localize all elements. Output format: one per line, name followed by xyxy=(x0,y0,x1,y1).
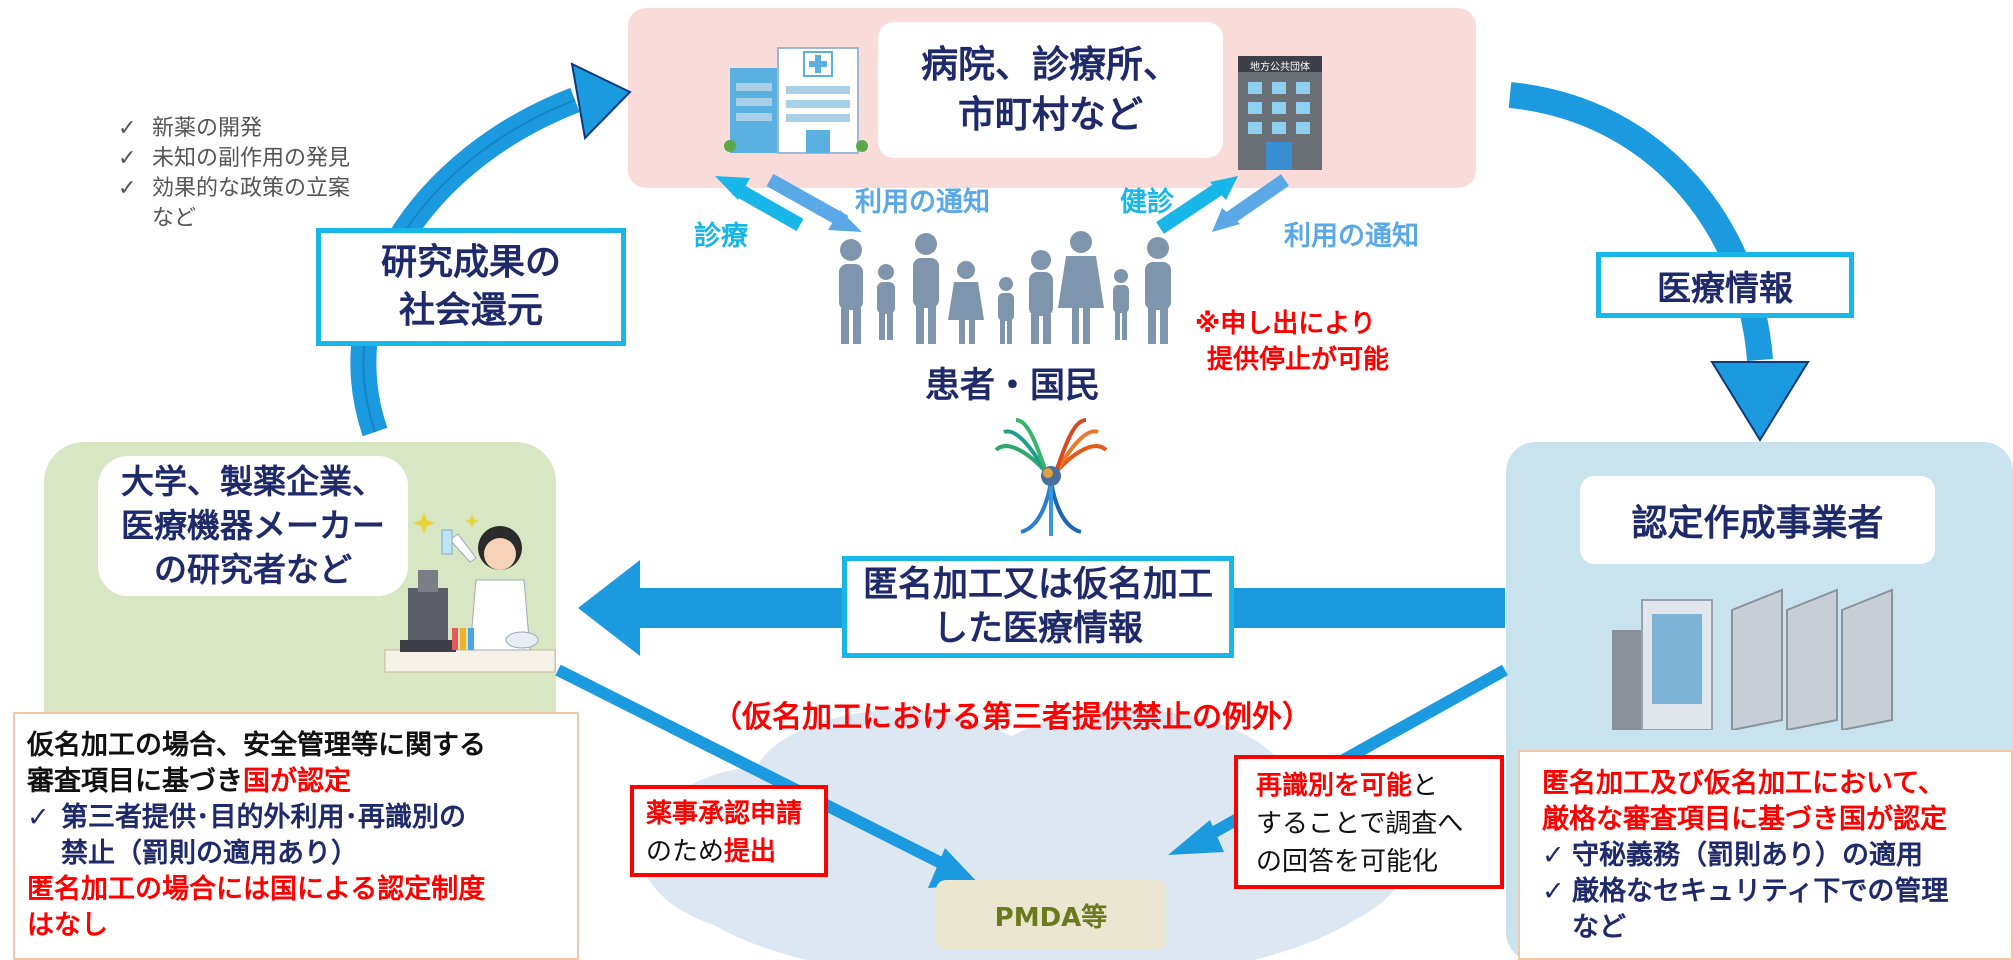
shinryo-arrow xyxy=(731,181,804,232)
researchers-line3: の研究者など xyxy=(154,550,352,589)
opt-out-note-line1: ※申し出により xyxy=(1195,309,1376,339)
benefit-item: ✓新薬の開発 xyxy=(118,114,350,144)
care-providers-title-line1: 病院、診療所、 xyxy=(921,43,1180,86)
left-notes-box: 仮名加工の場合、安全管理等に関する 審査項目に基づき国が認定 ✓第三者提供･目的… xyxy=(13,712,579,960)
researchers-line1: 大学、製薬企業、 xyxy=(121,462,385,501)
check-icon: ✓ xyxy=(118,146,137,171)
exception-label: （仮名加工における第三者提供禁止の例外） xyxy=(712,700,1312,735)
yakuji-line1: 薬事承認申請 xyxy=(646,799,803,829)
researchers-line2: 医療機器メーカー xyxy=(121,506,385,545)
benefit-item: ✓効果的な政策の立案 xyxy=(118,174,350,204)
right-notes-red-line2: 厳格な審査項目に基づき国が認定 xyxy=(1542,804,1947,835)
benefit-tail: など xyxy=(152,206,197,231)
right-notes-check1: ✓守秘義務（罰則あり）の適用 xyxy=(1542,838,2011,874)
medical-info-box: 医療情報 xyxy=(1596,252,1854,318)
opt-out-note: ※申し出により 提供停止が可能 xyxy=(1195,306,1389,378)
local-gov-building-icon: 地方公共団体 xyxy=(1232,50,1327,170)
yakuji-box: 薬事承認申請 のため提出 xyxy=(630,785,828,877)
riyou-left-arrow xyxy=(766,173,849,229)
hospital-icon xyxy=(724,47,868,154)
anonymized-info-line1: 匿名加工又は仮名加工 xyxy=(862,565,1213,605)
medical-info-arrow-head xyxy=(1710,361,1810,442)
reid-line2: することで調査へ xyxy=(1256,809,1464,839)
left-notes-check: ✓第三者提供･目的外利用･再識別の xyxy=(27,800,577,836)
benefits-list: ✓新薬の開発 ✓未知の副作用の発見 ✓効果的な政策の立案 など xyxy=(118,114,350,234)
left-notes-check-line2: 禁止（罰則の適用あり） xyxy=(61,838,358,869)
anonymized-info-line2: した医療情報 xyxy=(932,609,1143,649)
benefit-item: ✓未知の副作用の発見 xyxy=(118,144,350,174)
certified-operator-box: 認定作成事業者 xyxy=(1580,476,1935,564)
check-icon: ✓ xyxy=(1542,840,1565,871)
kenshin-arrow xyxy=(1156,182,1224,234)
reid-line1: 再識別を可能と xyxy=(1256,771,1439,801)
patients-label: 患者・国民 xyxy=(925,366,1101,406)
opt-out-note-line2: 提供停止が可能 xyxy=(1207,345,1390,375)
researchers-title: 大学、製薬企業、 医療機器メーカー の研究者など xyxy=(98,456,408,596)
check-icon: ✓ xyxy=(27,802,50,833)
anon-arrow-head xyxy=(578,560,640,656)
left-notes-line1: 仮名加工の場合、安全管理等に関する xyxy=(27,730,486,761)
check-icon: ✓ xyxy=(118,116,137,141)
left-notes-line2: 審査項目に基づき国が認定 xyxy=(27,766,351,797)
riyou-right-arrow xyxy=(1226,174,1289,224)
research-return-line2: 社会還元 xyxy=(398,290,543,331)
label-shinryo: 診療 xyxy=(694,221,748,252)
label-riyou-left: 利用の通知 xyxy=(855,187,990,218)
yakuji-arrow-head xyxy=(928,848,980,888)
return-arrow-head xyxy=(570,62,632,141)
anonymized-info-box: 匿名加工又は仮名加工 した医療情報 xyxy=(842,556,1234,658)
right-notes-red-line1: 匿名加工及び仮名加工において、 xyxy=(1542,768,1945,799)
left-notes-red-line2: はなし xyxy=(27,910,108,941)
care-providers-title: 病院、診療所、 市町村など xyxy=(878,22,1223,158)
logo-icon xyxy=(994,418,1108,536)
reid-arrow-head xyxy=(1168,820,1224,855)
server-building-icon xyxy=(1612,588,1893,730)
left-notes-red-line1: 匿名加工の場合には国による認定制度 xyxy=(27,874,486,905)
label-riyou-right: 利用の通知 xyxy=(1284,221,1419,252)
check-icon: ✓ xyxy=(118,176,137,201)
check-icon: ✓ xyxy=(1542,876,1565,907)
right-notes-box: 匿名加工及び仮名加工において、 厳格な審査項目に基づき国が認定 ✓守秘義務（罰則… xyxy=(1518,750,2013,960)
researcher-illustration-icon xyxy=(384,512,556,673)
research-return-box: 研究成果の 社会還元 xyxy=(316,228,626,346)
local-gov-sign: 地方公共団体 xyxy=(1250,62,1310,73)
pmda-box: PMDA等 xyxy=(936,880,1166,950)
yakuji-arrow-shaft xyxy=(555,664,958,876)
label-kenshin: 健診 xyxy=(1120,187,1174,218)
right-notes-tail: など xyxy=(1572,912,1626,943)
right-notes-check2: ✓厳格なセキュリティ下での管理 xyxy=(1542,874,2011,910)
research-return-line1: 研究成果の xyxy=(380,242,561,283)
medical-info-arrow-shaft xyxy=(1508,82,1773,362)
yakuji-line2: のため提出 xyxy=(646,837,777,867)
care-providers-title-line2: 市町村など xyxy=(958,93,1143,136)
reidentification-box: 再識別を可能と することで調査へ の回答を可能化 xyxy=(1234,755,1504,889)
reid-line3: の回答を可能化 xyxy=(1256,847,1439,877)
patients-people-icon xyxy=(839,231,1171,344)
